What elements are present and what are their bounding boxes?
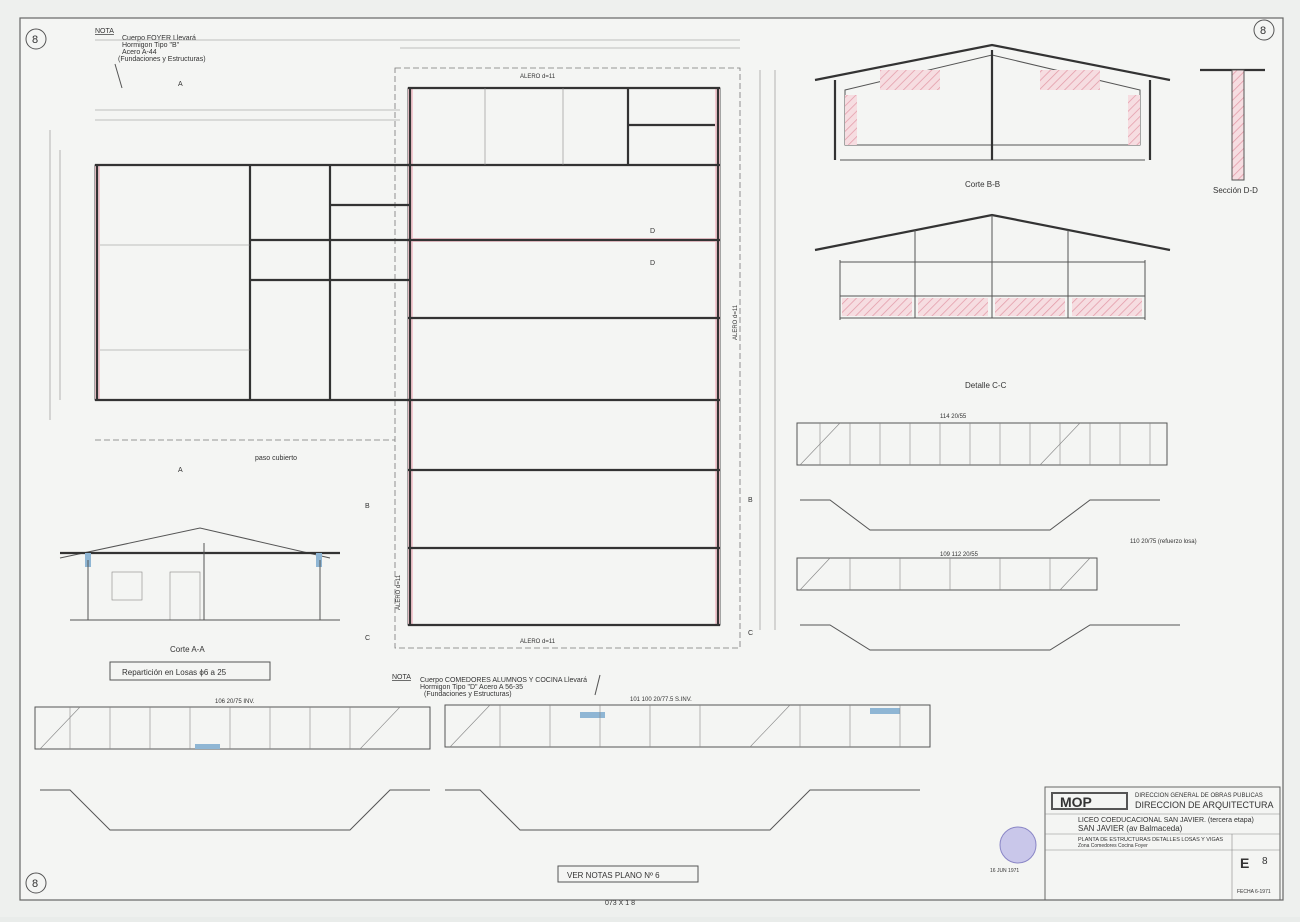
plan-alero_top: ALERO d=11	[520, 74, 556, 80]
title_block-org2: DIRECCION DE ARQUITECTURA	[1135, 800, 1274, 810]
notes-foyer-line2: Hormigon Tipo "B"	[122, 42, 180, 49]
beam_labels-beam3: 114 20/55	[940, 414, 967, 420]
notes-comedores-line1: Cuerpo COMEDORES ALUMNOS Y COCINA Llevar…	[420, 677, 587, 684]
title_block-org1: DIRECCION GENERAL DE OBRAS PUBLICAS	[1135, 793, 1263, 799]
corte-bb: Corte B-B	[814, 43, 1171, 189]
plan-section_marks-4: C	[365, 635, 370, 642]
title_block-number: 8	[1262, 856, 1268, 867]
corte-aa: Corte A-A	[59, 527, 340, 654]
ver-notas-box	[557, 865, 699, 883]
beam-106: 106 20/75 INV.	[34, 699, 431, 831]
title_block-zona: Zona Comedores Cocina Foyer	[1078, 843, 1148, 849]
plan-section_marks-2: B	[365, 503, 370, 510]
notes-comedores-line3: (Fundaciones y Estructuras)	[424, 691, 512, 698]
sections-corte_aa: Corte A-A	[170, 645, 205, 654]
title_block-plano: PLANTA DE ESTRUCTURAS DETALLES LOSAS Y V…	[1078, 837, 1223, 843]
plan-section_marks-3: B	[748, 497, 753, 504]
title_block-letter: E	[1240, 855, 1249, 871]
beam_labels-beam4: 109 112 20/55	[940, 552, 979, 558]
plan-paso_cubierto: paso cubierto	[255, 455, 297, 462]
sheet-frame	[19, 17, 1284, 901]
notes-foyer-line4: (Fundaciones y Estructuras)	[118, 56, 206, 63]
note-foyer: NOTA Cuerpo FOYER Llevará Hormigon Tipo …	[95, 28, 206, 89]
note-comedores: NOTA Cuerpo COMEDORES ALUMNOS Y COCINA L…	[392, 674, 601, 698]
beam-101-100: 101 100 20/77.5 S.INV.	[444, 697, 931, 831]
plan-section_marks-1: A	[178, 467, 183, 474]
title_block-logo: MOP	[1060, 794, 1092, 810]
notes-comedores-heading: NOTA	[392, 674, 411, 681]
plan-section_marks-7: D	[650, 260, 655, 267]
plan-section_marks-6: D	[650, 228, 655, 235]
beam_labels-beam5: 110 20/75 (refuerzo losa)	[1130, 539, 1197, 545]
mop-logo: MOP	[1051, 792, 1128, 810]
sections-detalle_cc: Detalle C-C	[965, 381, 1007, 390]
notes-foyer-heading: NOTA	[95, 28, 114, 35]
beam_labels-beam2: 101 100 20/77.5 S.INV.	[630, 697, 692, 703]
sheet_number: 8	[1260, 25, 1266, 37]
plan-alero_left: ALERO d=11	[396, 574, 402, 610]
title_block-obra: LICEO COEDUCACIONAL SAN JAVIER. (tercera…	[1078, 817, 1254, 824]
detalle-cc: Detalle C-C	[814, 213, 1171, 390]
official-stamp	[999, 826, 1037, 864]
title_block-ubicacion: SAN JAVIER (av Balmaceda)	[1078, 824, 1183, 833]
footer_handwritten: 073 X 1 8	[605, 900, 635, 907]
title_block-fecha: FECHA 6-1971	[1237, 889, 1271, 895]
sheet_number: 8	[32, 34, 38, 46]
plan-alero_bottom: ALERO d=11	[520, 639, 556, 645]
reparticion-box	[109, 661, 271, 681]
beam_labels-beam1: 106 20/75 INV.	[215, 699, 255, 705]
sheet-number-badges: 8 8 8	[25, 19, 1275, 894]
reparticion: Repartición en Losas ϕ6 a 25	[122, 668, 227, 677]
plan-alero_right: ALERO d=11	[733, 304, 739, 340]
title_block-stamp_date: 16 JUN 1971	[990, 868, 1019, 874]
plan-section_marks-5: C	[748, 630, 753, 637]
notes-foyer-line3: Acero A-44	[122, 49, 157, 56]
beam-109-112: 109 112 20/55 110 20/75 (refuerzo losa)	[796, 539, 1197, 651]
floor-plan: ALERO d=11 ALERO d=11 ALERO d=11 ALERO d…	[49, 39, 776, 649]
sheet_number: 8	[32, 878, 38, 890]
plan-section_marks-0: A	[178, 81, 183, 88]
title-block: MOP DIRECCION GENERAL DE OBRAS PUBLICAS …	[990, 786, 1281, 901]
notes-comedores-line2: Hormigon Tipo "D" Acero A 56-35	[420, 684, 523, 691]
sections-seccion_dd: Sección D-D	[1213, 186, 1258, 195]
notes-foyer-line1: Cuerpo FOYER Llevará	[122, 35, 196, 42]
sections-corte_bb: Corte B-B	[965, 180, 1000, 189]
beam-114: 114 20/55	[796, 414, 1168, 531]
seccion-dd: Sección D-D	[1200, 68, 1265, 195]
ver_notas: VER NOTAS PLANO Nº 6	[567, 871, 660, 880]
